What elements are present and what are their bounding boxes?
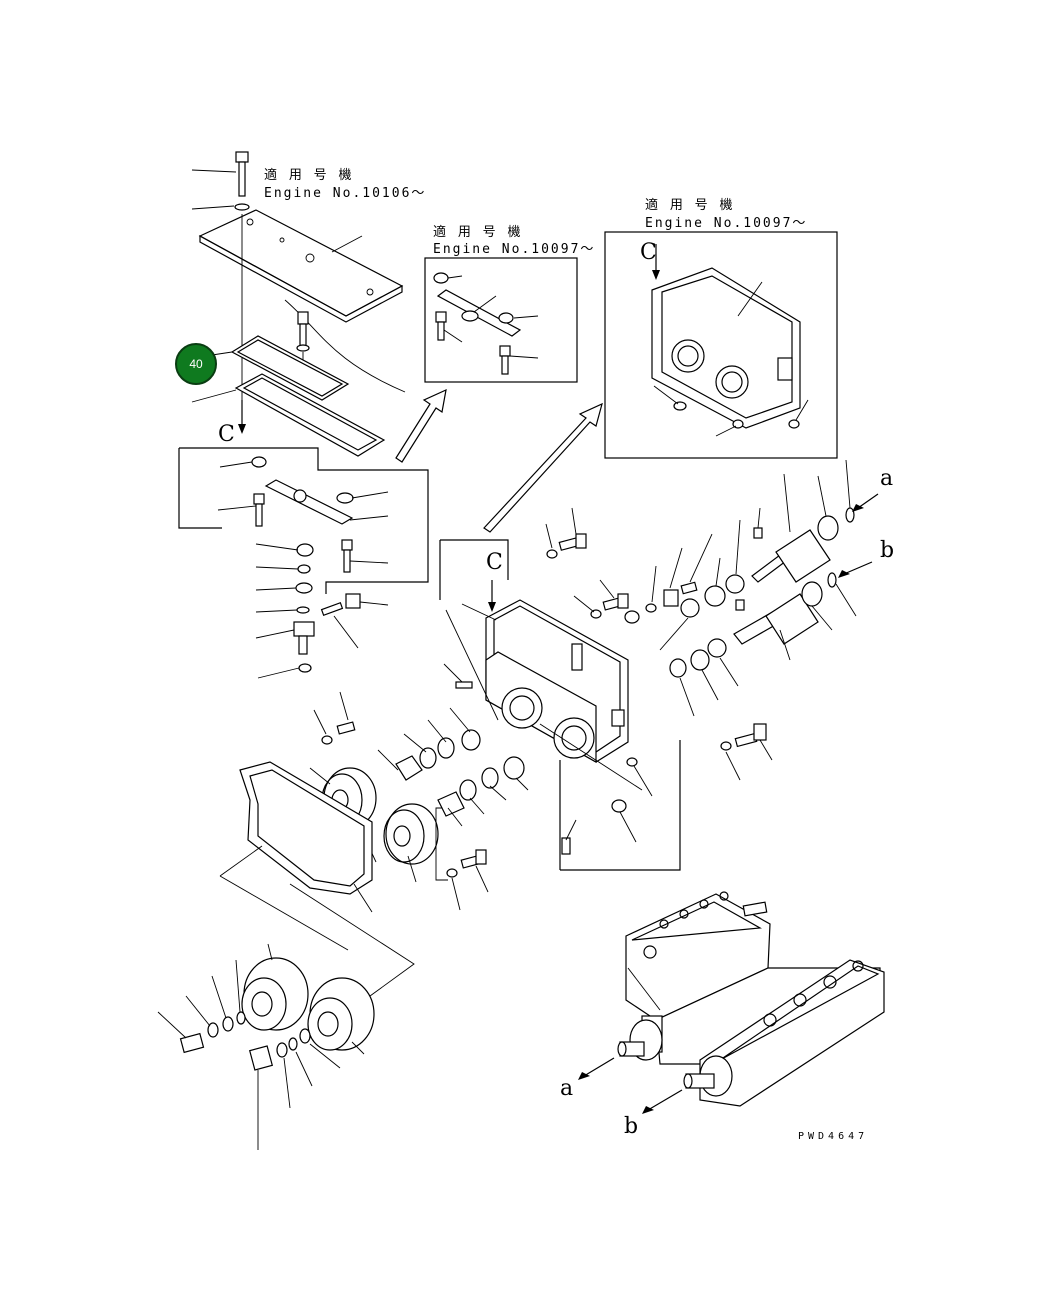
inset-box-middle [424, 257, 578, 383]
arrow-a-top [852, 493, 879, 512]
arrow-b-bottom [642, 1089, 683, 1114]
injection-pump-lower [683, 959, 885, 1107]
top-washer [191, 203, 250, 211]
inset-arrow-middle [395, 388, 447, 463]
engine-no-label-middle-line1: 適 用 号 機 [433, 225, 523, 240]
large-gear-2 [383, 803, 439, 883]
inset-box-right [604, 231, 838, 459]
shaft-a-assembly [659, 459, 855, 651]
inset-housing [651, 267, 809, 437]
shaft-label-a-bottom: a [560, 1076, 574, 1101]
shaft-label-a-top: a [880, 466, 894, 491]
housing-bolts [545, 507, 713, 855]
shaft-label-b-top: b [880, 538, 895, 563]
side-bolt [720, 723, 773, 781]
arrow-a-bottom [578, 1057, 615, 1080]
view-label-c-left: C [218, 422, 235, 447]
gear-train-upper [313, 691, 481, 781]
gear-train-lower [435, 756, 529, 911]
inset-middle-parts [433, 272, 539, 375]
shaft-b-assembly [669, 572, 857, 717]
inset-arrow-right [483, 402, 603, 533]
engine-no-label-top-left-line2: Engine No.10106～ [264, 186, 427, 201]
pulley-2 [307, 977, 375, 1055]
engine-no-label-right-line1: 適 用 号 機 [645, 198, 735, 213]
engine-no-label-right-line2: Engine No.10097～ [645, 216, 808, 231]
gear-housing [485, 599, 629, 764]
shaft-label-b-bottom: b [624, 1114, 639, 1139]
part-marker-40[interactable]: 40 [175, 343, 217, 385]
engine-no-label-middle-line2: Engine No.10097～ [433, 242, 596, 257]
gasket-plate [230, 335, 350, 401]
pulley-1 [241, 943, 309, 1031]
view-label-c-inset: C [640, 240, 657, 265]
pulley-hardware [157, 959, 341, 1150]
screw-pair [296, 311, 310, 372]
cover-plate [198, 209, 404, 323]
cover-gasket [219, 761, 415, 997]
view-label-c-center: C [486, 550, 503, 575]
drawing-code: PWD4647 [798, 1131, 869, 1142]
top-bolt [191, 151, 249, 197]
gasket-frame [234, 373, 386, 457]
engine-no-label-top-left-line1: 適 用 号 機 [264, 168, 354, 183]
housing-callout-box [440, 539, 509, 580]
bracket-box [178, 448, 222, 529]
arrow-b-top [838, 561, 873, 578]
small-parts-column [255, 543, 389, 679]
governor-lever [217, 456, 389, 573]
wire-leader [284, 299, 406, 393]
